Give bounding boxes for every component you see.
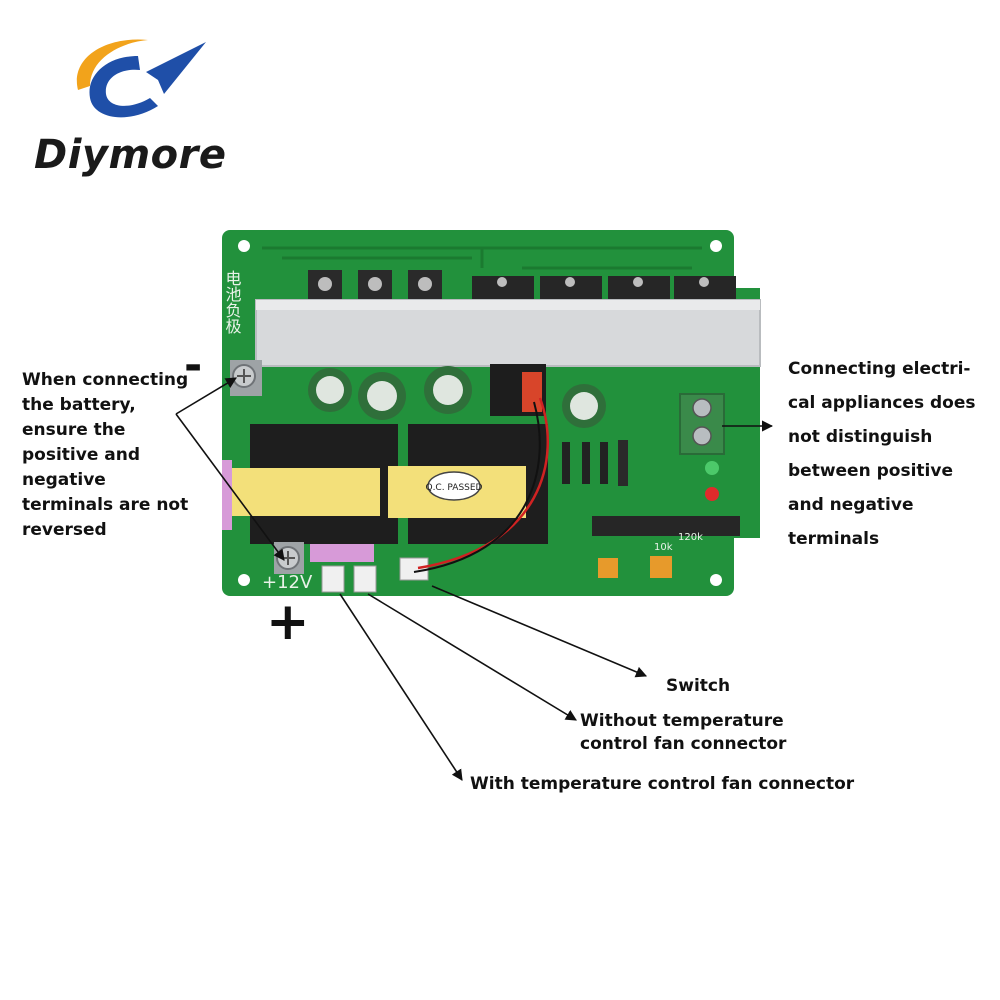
annotation-line: the battery, <box>22 395 136 415</box>
arrow-battery-negative <box>175 377 237 415</box>
logo-blue-wing <box>146 42 206 94</box>
annotation-line: cal appliances does <box>788 393 976 413</box>
annotation-line: terminals are not <box>22 495 189 515</box>
annotation-line: negative <box>22 470 106 490</box>
annotation-line: ensure the <box>22 420 126 440</box>
fault-led <box>705 487 719 501</box>
arrow-battery-positive <box>175 413 285 561</box>
logo-blue-c <box>89 56 158 118</box>
annotation-line: control fan connector <box>580 734 787 754</box>
battery-negative-silkscreen: 电池负极 <box>223 270 242 334</box>
trimmer-right <box>650 556 672 578</box>
arrow-no-temp-fan <box>367 593 577 721</box>
inverter-board: 电池负极 Q.C. PASS <box>222 230 761 596</box>
annotation-line: and negative <box>788 495 914 515</box>
pcb-traces <box>262 246 702 270</box>
annotation-line: reversed <box>22 520 107 540</box>
annotation-line: Without temperature <box>580 711 784 731</box>
output-terminal-block <box>679 393 725 455</box>
mount-hole <box>710 574 722 586</box>
transformer-left <box>230 468 380 516</box>
annotation-line: When connecting <box>22 370 189 390</box>
logo-orange-swoosh <box>76 39 148 90</box>
fuse <box>222 460 232 530</box>
mount-hole <box>238 240 250 252</box>
arrow-temp-fan <box>339 593 463 781</box>
power-led <box>705 461 719 475</box>
annotation-line: terminals <box>788 529 880 549</box>
battery-negative-terminal <box>230 360 262 396</box>
brand-name: Diymore <box>34 132 227 178</box>
battery-annotation: When connecting the battery, ensure the … <box>22 368 188 543</box>
no-temp-fan-annotation: Without temperature control fan connecto… <box>580 710 786 756</box>
trimmer-left <box>598 558 618 578</box>
qc-passed-stamp <box>427 471 481 501</box>
switch-wire-red <box>417 397 549 570</box>
qc-stamp-text: Q.C. PASSED <box>425 483 482 493</box>
annotation-line: not distinguish <box>788 427 933 447</box>
mount-hole <box>238 574 250 586</box>
negative-sign: - <box>184 340 203 391</box>
capacitor-bank <box>308 366 606 428</box>
switch-wire-black <box>413 401 541 573</box>
diymore-logo-mark <box>76 39 206 118</box>
positive-sign: + <box>266 592 310 652</box>
mount-hole <box>710 240 722 252</box>
annotation-line: positive and <box>22 445 141 465</box>
power-switch <box>490 364 546 416</box>
annotation-line: Connecting electri- <box>788 359 971 379</box>
silkscreen-120k: 120k <box>678 532 703 543</box>
silkscreen-10k: 10k <box>654 542 673 553</box>
no-temp-fan-connector <box>353 565 377 593</box>
annotation-line: between positive <box>788 461 953 481</box>
switch-annotation: Switch <box>666 676 731 696</box>
silkscreen-plus12v: +12V <box>262 572 313 593</box>
ic-header <box>592 516 740 536</box>
fan-fuse <box>310 544 374 562</box>
appliance-annotation: Connecting electri- cal appliances does … <box>788 352 975 556</box>
diodes <box>562 440 628 486</box>
temp-fan-annotation: With temperature control fan connector <box>470 774 855 794</box>
arrow-switch <box>431 585 648 678</box>
temp-fan-connector <box>321 565 345 593</box>
